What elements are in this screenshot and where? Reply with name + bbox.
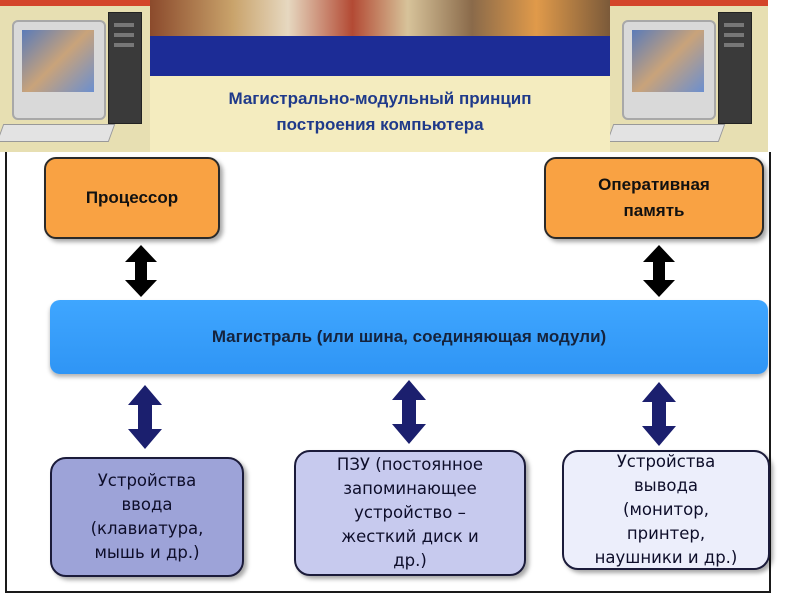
rom-bus-arrow-icon [392,380,426,444]
frame-right-line [769,152,771,592]
input-bus-arrow-icon [128,385,162,449]
frame-left-line [5,152,7,592]
computer-photo-right [610,6,768,152]
output-devices-line-3: (монитор, [623,500,709,519]
rom-box: ПЗУ (постоянное запоминающее устройство … [294,450,526,576]
output-devices-line-1: Устройства [616,452,716,471]
processor-label: Процессор [85,188,179,207]
processor-box: Процессор [44,157,220,239]
ram-bus-arrow-icon [643,245,675,297]
page-title: Магистрально-модульный принцип построени… [150,86,610,138]
title-line-2: построения компьютера [276,115,484,134]
output-devices-line-5: наушники и др.) [594,548,738,567]
keyboard-icon [0,124,116,142]
rom-line-4: жесткий диск и [341,527,479,546]
monitor-icon [12,20,106,120]
rom-line-1: ПЗУ (постоянное [336,455,484,474]
title-line-1: Магистрально-модульный принцип [228,89,532,108]
input-devices-line-4: мышь и др.) [94,543,200,562]
output-devices-line-4: принтер, [626,524,706,543]
header-banner: Магистрально-модульный принцип построени… [0,0,768,152]
ram-label-line-2: память [623,201,685,220]
keyboard-icon [610,124,726,142]
header-decorative-strip [150,0,610,36]
input-devices-line-1: Устройства [97,471,197,490]
frame-bottom-line [5,591,771,593]
monitor-icon [622,20,716,120]
bus-label: Магистраль (или шина, соединяющая модули… [211,327,607,346]
rom-line-3: устройство – [354,503,466,522]
computer-photo-left [0,6,150,152]
output-bus-arrow-icon [642,382,676,446]
input-devices-line-3: (клавиатура, [90,519,204,538]
ram-box: Оперативная память [544,157,764,239]
input-devices-box: Устройства ввода (клавиатура, мышь и др.… [50,457,244,577]
header-blue-strip [150,36,610,76]
processor-bus-arrow-icon [125,245,157,297]
rom-line-5: др.) [393,551,427,570]
bus-bar: Магистраль (или шина, соединяющая модули… [50,300,768,374]
ram-label-line-1: Оперативная [598,175,710,194]
input-devices-line-2: ввода [121,495,173,514]
system-unit-icon [108,12,142,124]
output-devices-line-2: вывода [633,476,699,495]
rom-line-2: запоминающее [343,479,477,498]
system-unit-icon [718,12,752,124]
output-devices-box: Устройства вывода (монитор, принтер, нау… [562,450,770,570]
